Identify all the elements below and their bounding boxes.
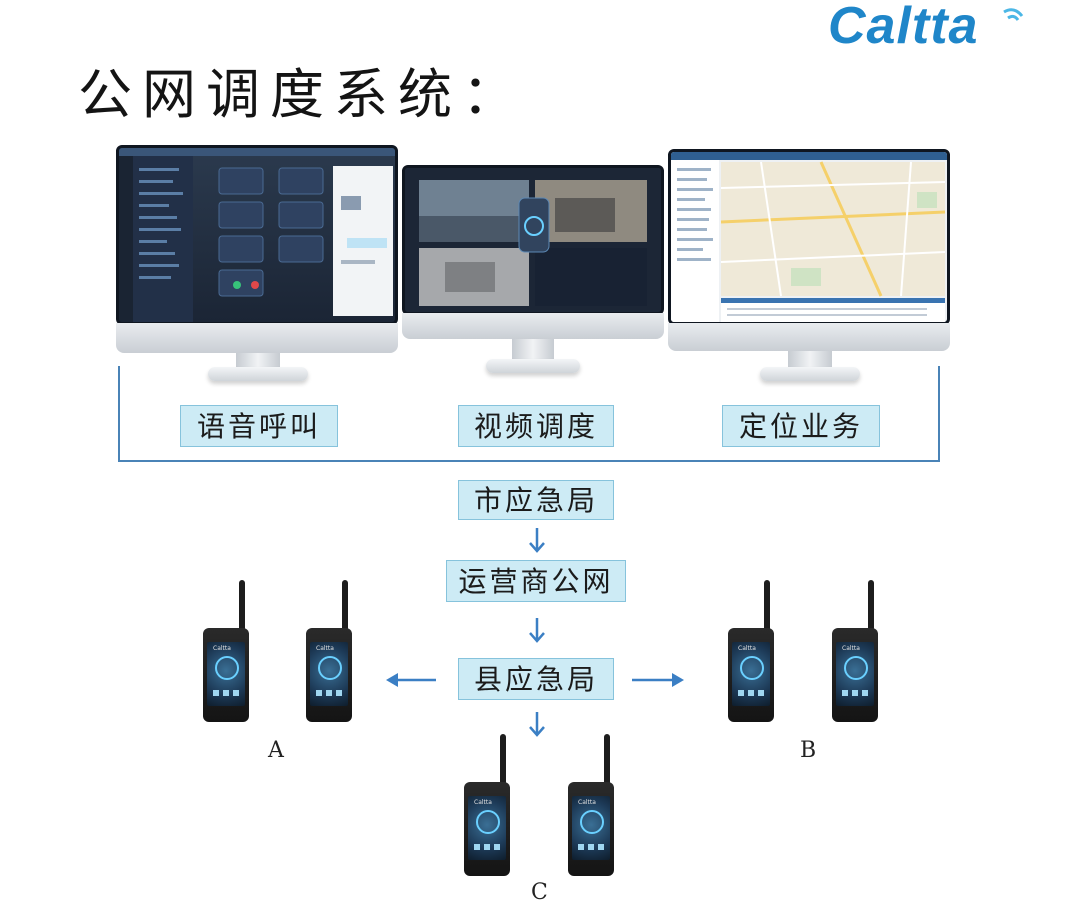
radio-c2: Caltta — [568, 734, 616, 876]
radio-dial-icon — [318, 656, 342, 680]
radio-brand: Caltta — [213, 645, 231, 652]
radio-brand: Caltta — [578, 799, 596, 806]
monitor-base — [486, 359, 580, 373]
page-title: 公网调度系统： — [78, 63, 526, 126]
arrow-left-icon — [386, 673, 436, 687]
radio-body: Caltta — [306, 628, 352, 722]
monitor-chin — [402, 313, 664, 339]
radio-body: Caltta — [728, 628, 774, 722]
carrier-public-network: 运营商公网 — [446, 560, 626, 602]
radio-buttons — [842, 690, 868, 696]
monitor-base — [760, 367, 860, 381]
radio-body: Caltta — [464, 782, 510, 876]
radio-b2: Caltta — [832, 580, 880, 722]
monitor-screen — [402, 165, 664, 315]
radio-brand: Caltta — [316, 645, 334, 652]
service-location: 定位业务 — [722, 405, 880, 447]
radio-antenna — [500, 734, 506, 786]
radio-body: Caltta — [568, 782, 614, 876]
radio-antenna — [868, 580, 874, 632]
radio-body: Caltta — [832, 628, 878, 722]
monitor-stand — [512, 339, 554, 361]
radio-dial-icon — [844, 656, 868, 680]
radio-screen: Caltta — [310, 642, 348, 706]
radio-dial-icon — [580, 810, 604, 834]
county-emergency-bureau: 县应急局 — [458, 658, 614, 700]
monitor-chin — [668, 323, 950, 351]
radio-buttons — [474, 844, 500, 850]
monitor-screen — [668, 149, 950, 325]
service-voice-call: 语音呼叫 — [180, 405, 338, 447]
radio-b1: Caltta — [728, 580, 776, 722]
video-dispatch-monitor — [402, 145, 664, 385]
service-bracket — [118, 366, 940, 462]
radio-brand: Caltta — [738, 645, 756, 652]
radio-dial-icon — [215, 656, 239, 680]
arrow-right-icon — [632, 673, 684, 687]
group-label-c: C — [531, 880, 548, 905]
radio-screen: Caltta — [732, 642, 770, 706]
logo-text: Caltta — [828, 0, 979, 55]
monitor-screen — [116, 145, 398, 325]
radio-buttons — [213, 690, 239, 696]
radio-antenna — [764, 580, 770, 632]
radio-screen: Caltta — [572, 796, 610, 860]
radio-buttons — [738, 690, 764, 696]
monitor-base — [208, 367, 308, 381]
radio-a2: Caltta — [306, 580, 354, 722]
arrow-down-2-icon — [529, 618, 545, 643]
signal-wave-icon — [1003, 8, 1024, 21]
group-label-b: B — [800, 738, 817, 763]
radio-antenna — [239, 580, 245, 632]
radio-dial-icon — [740, 656, 764, 680]
radio-screen: Caltta — [207, 642, 245, 706]
radio-brand: Caltta — [842, 645, 860, 652]
arrow-down-3-icon — [529, 712, 545, 737]
monitor-stand — [788, 351, 832, 371]
voice-dispatch-monitor — [116, 145, 398, 385]
arrow-down-1-icon — [529, 528, 545, 553]
radio-c1: Caltta — [464, 734, 512, 876]
service-video-dispatch: 视频调度 — [458, 405, 614, 447]
location-dispatch-monitor — [668, 145, 950, 385]
radio-screen: Caltta — [836, 642, 874, 706]
city-emergency-bureau: 市应急局 — [458, 480, 614, 520]
radio-antenna — [604, 734, 610, 786]
radio-buttons — [578, 844, 604, 850]
radio-screen: Caltta — [468, 796, 506, 860]
group-label-a: A — [268, 738, 284, 763]
radio-buttons — [316, 690, 342, 696]
radio-dial-icon — [476, 810, 500, 834]
radio-brand: Caltta — [474, 799, 492, 806]
radio-body: Caltta — [203, 628, 249, 722]
monitor-chin — [116, 323, 398, 353]
monitor-stand — [236, 353, 280, 371]
radio-a1: Caltta — [203, 580, 251, 722]
radio-antenna — [342, 580, 348, 632]
caltta-logo: Caltta — [828, 0, 1028, 56]
